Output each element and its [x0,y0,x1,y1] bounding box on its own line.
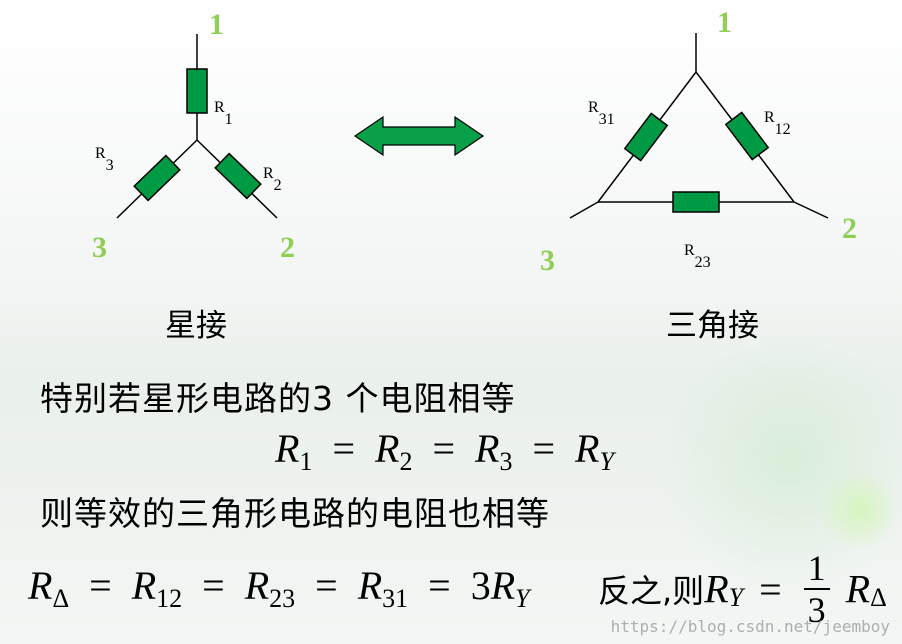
equation-star-equal: R1 = R2 = R3 = RY [275,426,614,476]
delta-resistor-r12 [724,111,770,161]
delta-node-1: 1 [717,6,732,39]
equation-inverse: 反之,则RY = 1 3 RΔ [598,548,887,630]
delta-label-r23: R23 [684,242,711,271]
delta-label-r31: R31 [588,99,615,128]
delta-resistor-r31 [623,112,669,162]
delta-lead-3 [569,201,599,219]
text-line-equal-delta: 则等效的三角形电路的电阻也相等 [40,494,550,533]
star-resistor-r1 [186,68,208,114]
star-label-r2: R2 [263,165,282,194]
delta-node-3: 3 [540,244,555,277]
star-resistor-r2 [214,152,262,200]
delta-node-2: 2 [842,212,857,245]
star-node-2: 2 [280,231,295,264]
watermark-url: https://blog.csdn.net/jeemboy [610,617,890,636]
star-diagram: 1 3 2 R1 R3 R2 [92,8,295,264]
delta-resistor-r23 [672,191,720,213]
delta-label-r12: R12 [764,109,791,138]
star-node-1: 1 [209,8,224,41]
star-node-3: 3 [92,231,107,264]
star-label-r1: R1 [214,99,233,128]
equation-delta-equal: RΔ = R12 = R23 = R31 = 3RY [28,563,530,613]
text-line-equal-star: 特别若星形电路的3 个电阻相等 [40,379,516,418]
delta-diagram: 1 3 2 R31 R12 R23 [540,6,857,277]
delta-caption: 三角接 [666,308,759,344]
star-label-r3: R3 [95,145,114,174]
star-caption: 星接 [165,308,227,344]
delta-lead-2 [793,201,829,219]
inverse-prefix: 反之,则 [598,572,705,610]
double-arrow-icon [353,115,485,157]
fraction-one-third: 1 3 [803,548,830,630]
star-resistor-r3 [133,154,181,202]
